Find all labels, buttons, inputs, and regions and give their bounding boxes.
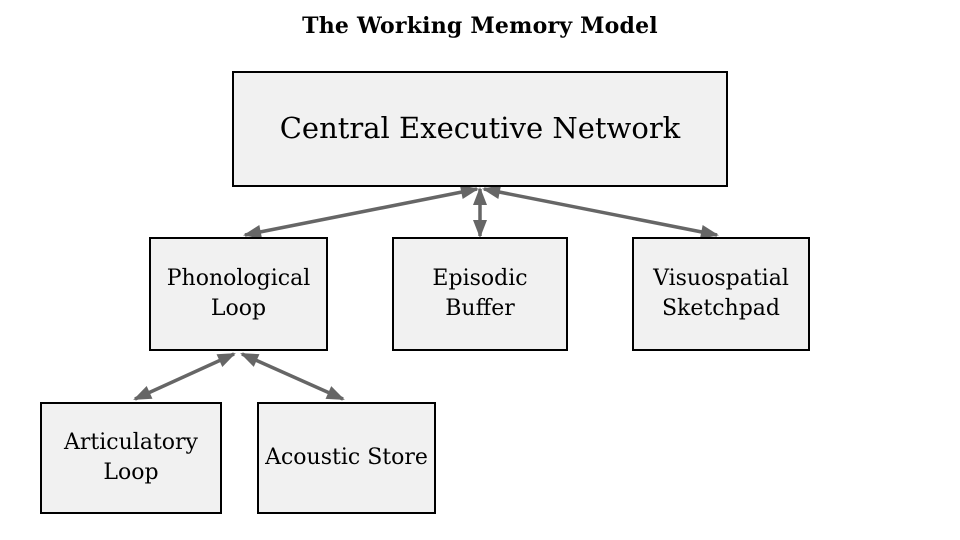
node-acoustic-store: Acoustic Store	[257, 402, 436, 514]
node-articulatory-loop-label: Articulatory Loop	[64, 430, 198, 485]
node-central-executive-label: Central Executive Network	[279, 111, 681, 146]
connector-phonological-acoustic	[240, 352, 345, 401]
node-visuospatial-sketchpad: Visuospatial Sketchpad	[632, 237, 810, 351]
node-visuospatial-sketchpad-label: Visuospatial Sketchpad	[653, 266, 789, 321]
connector-phonological-articulatory	[133, 352, 236, 401]
node-phonological-loop: Phonological Loop	[149, 237, 328, 351]
node-episodic-buffer-label: Episodic Buffer	[432, 266, 528, 321]
node-central-executive: Central Executive Network	[232, 71, 728, 187]
node-acoustic-store-label: Acoustic Store	[265, 445, 428, 471]
connector-central-visuospatial	[482, 185, 719, 239]
diagram-title: The Working Memory Model	[302, 13, 658, 39]
node-articulatory-loop: Articulatory Loop	[40, 402, 222, 514]
node-episodic-buffer: Episodic Buffer	[392, 237, 568, 351]
connector-central-phonological	[243, 185, 479, 239]
node-phonological-loop-label: Phonological Loop	[166, 266, 311, 321]
